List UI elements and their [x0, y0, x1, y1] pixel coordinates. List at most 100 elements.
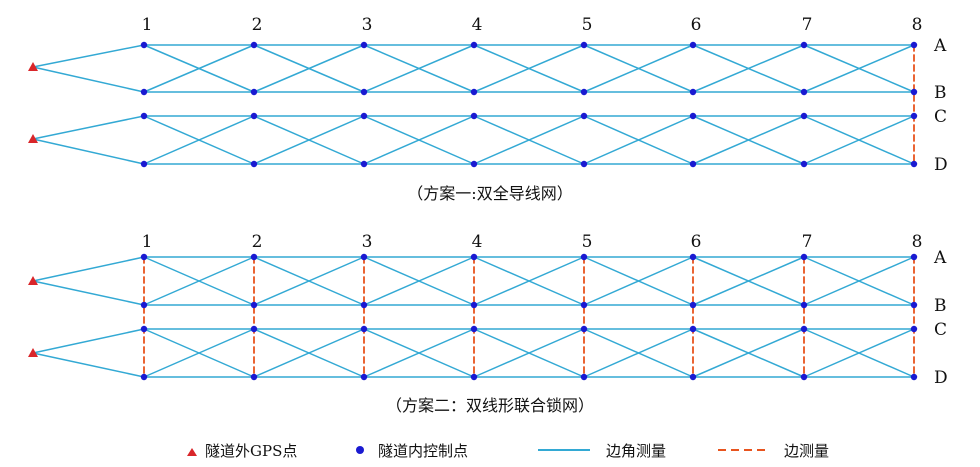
diagonal-line: [143, 328, 255, 378]
station-label: 6: [691, 15, 702, 35]
control-point: [470, 112, 478, 120]
station-label: 5: [582, 232, 593, 252]
diagonal-line: [473, 256, 585, 306]
diagonal-line: [473, 328, 585, 378]
control-point: [580, 301, 588, 309]
station-label: 8: [912, 15, 923, 35]
station-label: 2: [252, 232, 263, 252]
control-point: [910, 112, 918, 120]
control-point: [689, 325, 697, 333]
diagonal-line: [692, 115, 805, 165]
station-label: 1: [142, 232, 153, 252]
legend-edge-label: 边测量: [784, 442, 829, 460]
gps-point: [28, 348, 38, 357]
control-point: [910, 160, 918, 168]
diagonal-line: [253, 256, 365, 306]
row-label: A: [933, 248, 947, 268]
control-point: [250, 325, 258, 333]
diagonal-line: [143, 115, 255, 165]
control-point: [140, 253, 148, 261]
control-point: [140, 373, 148, 381]
control-point: [360, 301, 368, 309]
diagonal-line: [253, 44, 365, 93]
control-point: [360, 160, 368, 168]
diagonal-line: [363, 115, 475, 165]
station-label: 3: [362, 232, 373, 252]
control-point: [580, 253, 588, 261]
station-label: 3: [362, 15, 373, 35]
control-point: [800, 301, 808, 309]
control-point: [470, 41, 478, 49]
diagonal-line: [583, 328, 694, 378]
control-point: [689, 373, 697, 381]
control-point: [470, 373, 478, 381]
gps-link: [32, 138, 145, 165]
control-point: [360, 112, 368, 120]
control-point: [140, 112, 148, 120]
gps-point: [28, 276, 38, 285]
gps-point: [28, 62, 38, 71]
row-label: D: [934, 155, 948, 175]
row-label: A: [933, 36, 947, 56]
diagonal-line: [803, 44, 915, 93]
legend-angle-label: 边角测量: [606, 442, 666, 460]
control-point: [910, 253, 918, 261]
control-point: [800, 373, 808, 381]
control-point: [910, 373, 918, 381]
gps-point: [28, 134, 38, 143]
control-point: [689, 160, 697, 168]
control-point: [910, 301, 918, 309]
control-point: [800, 88, 808, 96]
gps-link: [32, 352, 145, 378]
gps-link: [32, 44, 145, 68]
control-point: [689, 41, 697, 49]
diagonal-line: [692, 256, 805, 306]
legend-control-label: 隧道内控制点: [378, 442, 468, 460]
control-point: [360, 373, 368, 381]
station-label: 8: [912, 232, 923, 252]
legend-gps-label: 隧道外GPS点: [205, 442, 297, 460]
control-point: [800, 253, 808, 261]
control-point: [470, 325, 478, 333]
station-label: 4: [472, 15, 483, 35]
diagonal-line: [253, 115, 365, 165]
control-point: [140, 301, 148, 309]
control-point: [360, 253, 368, 261]
control-point: [580, 373, 588, 381]
control-point: [140, 325, 148, 333]
control-point: [250, 373, 258, 381]
control-point: [910, 41, 918, 49]
control-point: [689, 301, 697, 309]
scheme-2-caption: （方案二：双线形联合锁网）: [386, 396, 594, 415]
diagonal-line: [143, 44, 255, 93]
gps-link: [32, 115, 145, 140]
control-point: [360, 325, 368, 333]
station-label: 6: [691, 232, 702, 252]
scheme-1-caption: （方案一:双全导线网）: [407, 184, 572, 203]
control-point: [250, 160, 258, 168]
row-label: C: [934, 320, 947, 340]
diagonal-line: [692, 328, 805, 378]
diagonal-line: [583, 115, 694, 165]
gps-link: [32, 328, 145, 354]
control-point-legend-icon: [356, 446, 364, 454]
gps-link: [32, 280, 145, 306]
control-point: [250, 41, 258, 49]
control-point: [360, 88, 368, 96]
control-point: [140, 41, 148, 49]
diagonal-line: [363, 256, 475, 306]
station-label: 4: [472, 232, 483, 252]
row-label: B: [934, 83, 947, 103]
diagonal-line: [803, 115, 915, 165]
control-point: [140, 160, 148, 168]
diagonal-line: [363, 44, 475, 93]
diagonal-line: [803, 328, 915, 378]
control-point: [580, 160, 588, 168]
control-point: [800, 325, 808, 333]
control-point: [360, 41, 368, 49]
station-label: 7: [802, 232, 813, 252]
diagonal-line: [692, 44, 805, 93]
gps-point-legend-icon: [187, 448, 197, 456]
